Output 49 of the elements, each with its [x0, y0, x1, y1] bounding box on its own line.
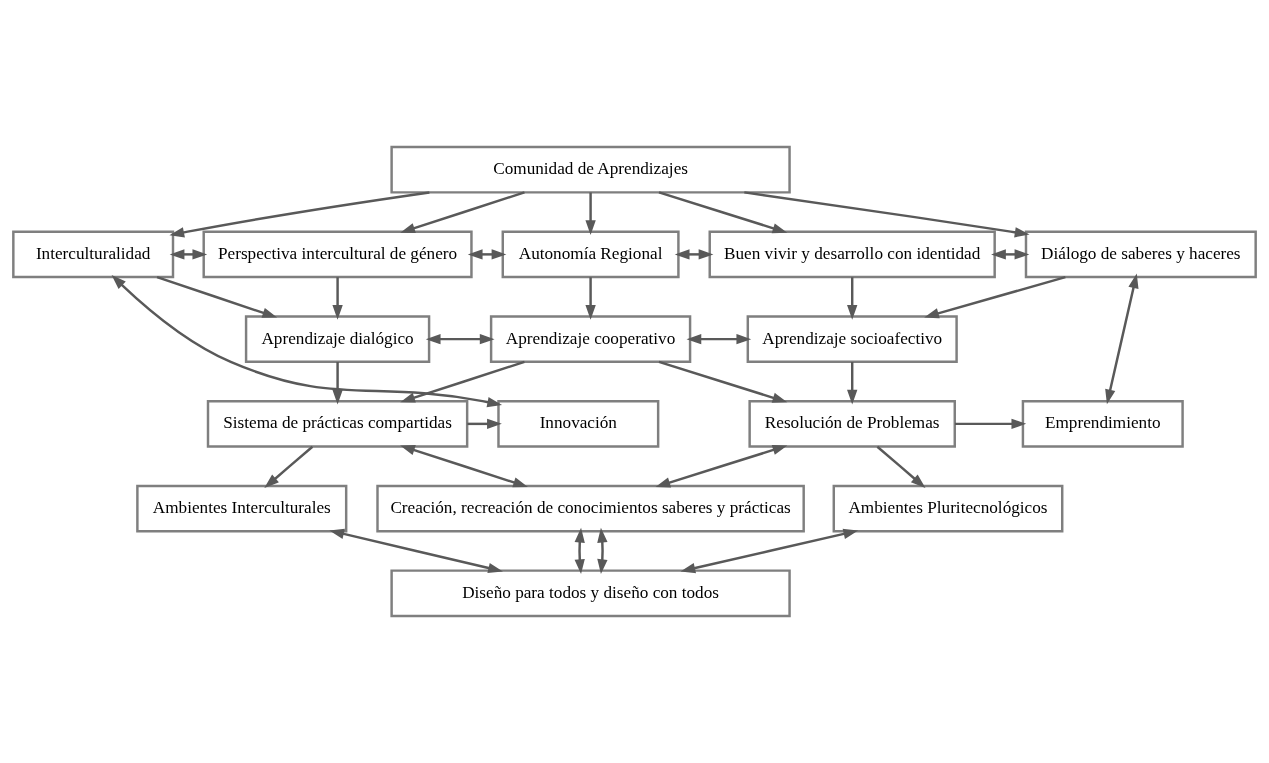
node-box: Diálogo de saberes y haceres — [1024, 230, 1257, 279]
node-box: Emprendimiento — [1021, 399, 1184, 448]
arrow — [1105, 273, 1139, 405]
node-box: Ambientes Pluritecnológicos — [832, 484, 1064, 533]
node-box: Diseño para todos y diseño con todos — [390, 569, 791, 618]
node-box: Ambientes Interculturales — [136, 484, 348, 533]
node-box: Autonomía Regional — [501, 230, 680, 279]
arrow — [574, 527, 585, 575]
node-box: Aprendizaje dialógico — [244, 315, 431, 364]
arrow — [585, 192, 596, 236]
arrow — [169, 249, 208, 260]
arrow — [991, 249, 1030, 260]
arrow — [924, 275, 1066, 319]
arrow — [169, 191, 430, 238]
node-box: Innovación — [497, 399, 660, 448]
arrow — [674, 249, 714, 260]
arrow — [954, 418, 1027, 430]
node-box: Aprendizaje socioafectivo — [746, 315, 958, 364]
node-box: Aprendizaje cooperativo — [489, 315, 692, 364]
node-box: Resolución de Problemas — [748, 399, 956, 448]
arrow — [400, 360, 525, 403]
arrow — [329, 528, 503, 574]
arrow — [658, 191, 788, 234]
arrow — [585, 277, 596, 320]
arrow — [744, 191, 1030, 238]
arrow — [876, 445, 926, 489]
node-box: Creación, recreación de conocimientos saberes y prácticas — [376, 484, 805, 533]
arrow — [686, 333, 752, 345]
arrow — [655, 445, 788, 488]
arrow — [847, 361, 858, 405]
node-box: Perspectiva intercultural de género — [202, 230, 473, 279]
node-box: Interculturalidad — [12, 230, 175, 279]
arrow — [680, 528, 859, 574]
arrow — [847, 277, 858, 320]
arrow — [332, 361, 343, 405]
node-box: Sistema de prácticas compartidas — [206, 399, 469, 448]
arrow — [400, 191, 525, 234]
arrow — [467, 418, 502, 430]
arrow — [425, 333, 495, 345]
arrow — [467, 249, 507, 260]
arrow — [332, 277, 343, 320]
arrow — [111, 274, 503, 408]
arrow — [264, 445, 314, 489]
arrow — [658, 360, 788, 403]
arrow — [400, 445, 528, 488]
node-box: Comunidad de Aprendizajes — [390, 145, 791, 194]
arrow — [156, 275, 278, 318]
node-box: Buen vivir y desarrollo con identidad — [708, 230, 996, 279]
arrow — [597, 527, 608, 575]
